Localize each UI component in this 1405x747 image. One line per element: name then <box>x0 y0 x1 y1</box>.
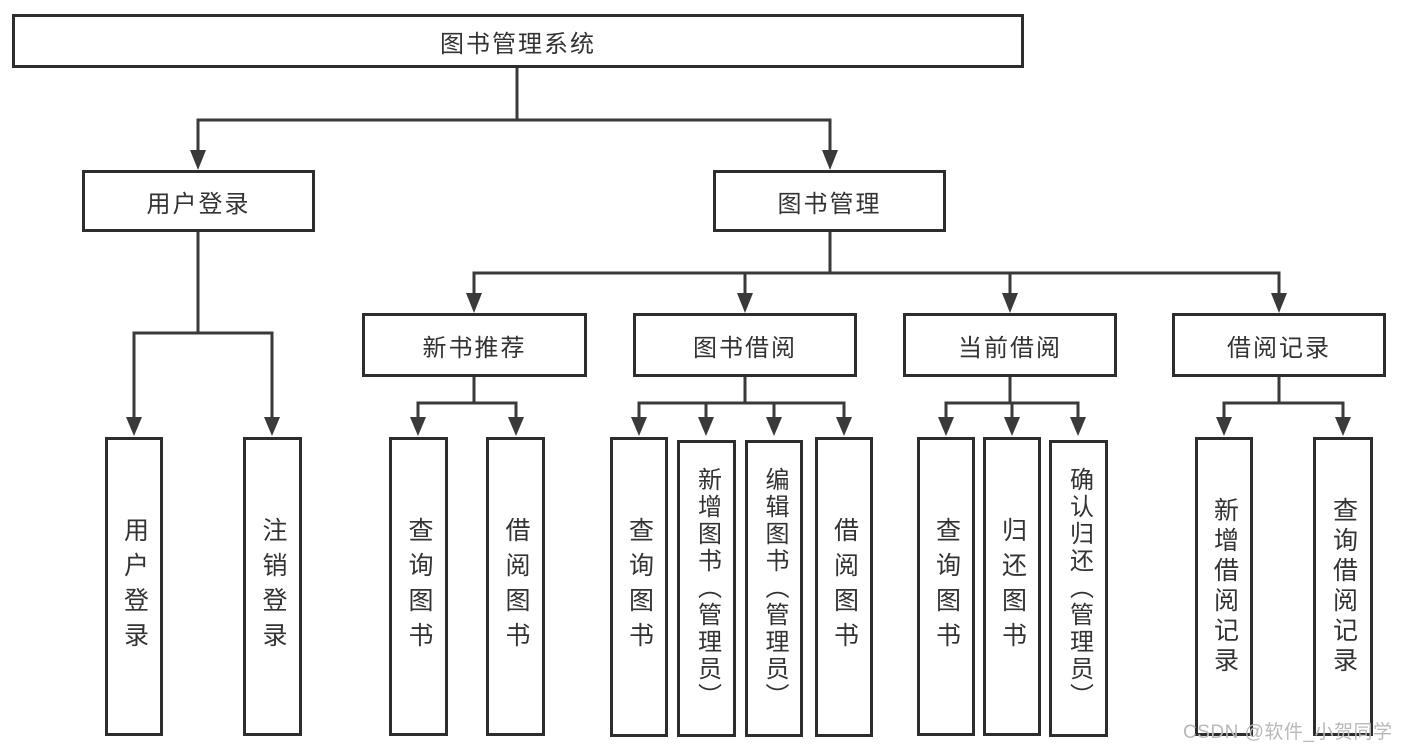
leaf-return-books: 归还图书 <box>983 437 1041 736</box>
leaf-logout-label: 注销登录 <box>259 516 287 657</box>
leaf-add-book-admin: 新增图书（管理员） <box>677 440 736 737</box>
leaf-logout: 注销登录 <box>243 437 302 736</box>
node-borrow-records: 借阅记录 <box>1172 313 1386 377</box>
leaf-borrow-books-2-label: 借阅图书 <box>830 517 859 657</box>
leaf-borrow-books-1-label: 借阅图书 <box>502 516 530 657</box>
leaf-add-borrow-record: 新增借阅记录 <box>1195 437 1253 736</box>
leaf-user-login-label: 用户登录 <box>120 516 149 657</box>
leaf-add-book-admin-label: 新增图书（管理员） <box>693 467 721 710</box>
node-current-borrow: 当前借阅 <box>903 313 1117 377</box>
leaf-confirm-return-admin-label: 确认归还（管理员） <box>1065 467 1093 710</box>
leaf-query-borrow-record: 查询借阅记录 <box>1313 437 1373 736</box>
leaf-add-borrow-record-label: 新增借阅记录 <box>1210 496 1239 677</box>
leaf-edit-book-admin: 编辑图书（管理员） <box>745 440 803 737</box>
leaf-edit-book-admin-label: 编辑图书（管理员） <box>761 467 788 710</box>
node-user-login: 用户登录 <box>82 170 315 232</box>
leaf-return-books-label: 归还图书 <box>998 516 1027 657</box>
node-new-book-recommend: 新书推荐 <box>362 313 587 377</box>
node-book-borrow: 图书借阅 <box>633 313 857 377</box>
leaf-user-login: 用户登录 <box>105 437 163 736</box>
leaf-query-books-1: 查询图书 <box>389 437 448 736</box>
leaf-query-books-2-label: 查询图书 <box>625 517 654 657</box>
node-book-management: 图书管理 <box>713 170 946 232</box>
leaf-query-books-1-label: 查询图书 <box>405 516 433 657</box>
leaf-query-borrow-record-label: 查询借阅记录 <box>1329 496 1358 677</box>
leaf-query-books-2: 查询图书 <box>610 437 668 737</box>
leaf-borrow-books-1: 借阅图书 <box>486 437 545 736</box>
csdn-watermark: CSDN @软件_小贺同学 <box>1183 722 1393 743</box>
leaf-confirm-return-admin: 确认归还（管理员） <box>1049 440 1108 737</box>
leaf-query-books-3-label: 查询图书 <box>932 516 961 657</box>
node-root: 图书管理系统 <box>12 14 1024 68</box>
leaf-borrow-books-2: 借阅图书 <box>815 437 873 737</box>
leaf-query-books-3: 查询图书 <box>917 437 975 736</box>
